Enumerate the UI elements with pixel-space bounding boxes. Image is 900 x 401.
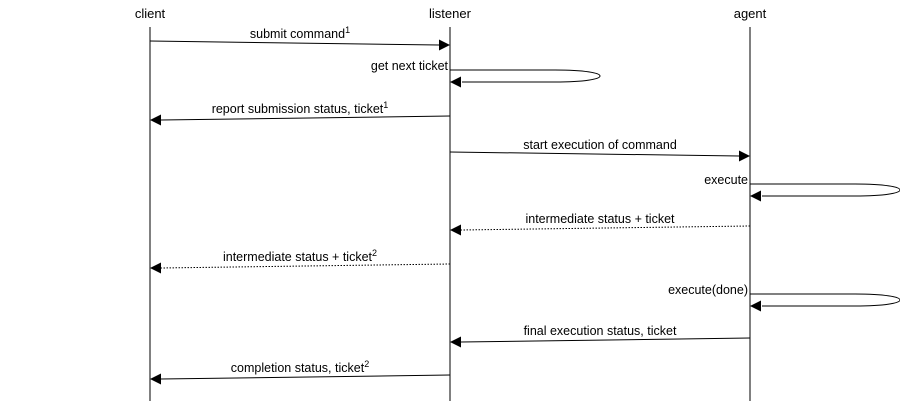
message-7: intermediate status + ticket2 <box>150 248 451 274</box>
message-label: completion status, ticket2 <box>231 359 369 375</box>
self-message-loop <box>750 183 900 197</box>
footnote-superscript: 2 <box>364 359 369 369</box>
lifeline-title-client: client <box>135 6 166 21</box>
message-arrow-line <box>160 263 451 269</box>
message-4: start execution of command <box>449 138 750 162</box>
self-message-loop <box>750 293 900 307</box>
footnote-superscript: 1 <box>345 25 350 35</box>
message-5: execute <box>704 173 900 202</box>
message-label: report submission status, ticket1 <box>212 100 389 116</box>
footnote-superscript: 1 <box>383 100 388 110</box>
arrowhead <box>150 114 161 126</box>
message-arrow-line <box>460 337 751 343</box>
message-label: intermediate status + ticket <box>525 212 675 226</box>
message-arrow-line <box>160 374 451 380</box>
self-message-loop <box>450 69 601 83</box>
footnote-superscript: 2 <box>372 248 377 258</box>
lifelines: client listener agent <box>135 6 767 401</box>
message-arrow-line <box>149 40 440 46</box>
arrowhead <box>750 300 761 312</box>
arrowhead <box>150 373 161 385</box>
message-arrow-line <box>460 225 751 231</box>
messages: submit command1 get next ticket report sub… <box>149 25 900 385</box>
message-1: submit command1 <box>149 25 450 51</box>
message-label: intermediate status + ticket2 <box>223 248 377 264</box>
message-label: execute <box>704 173 748 187</box>
arrowhead <box>450 336 461 348</box>
message-9: final execution status, ticket <box>450 324 751 348</box>
message-label: submit command1 <box>250 25 350 41</box>
message-2: get next ticket <box>371 59 601 88</box>
message-arrow-line <box>449 151 740 157</box>
message-3: report submission status, ticket1 <box>150 100 451 126</box>
lifeline-title-agent: agent <box>734 6 767 21</box>
message-label: execute(done) <box>668 283 748 297</box>
message-label: final execution status, ticket <box>524 324 677 338</box>
arrowhead <box>150 262 161 274</box>
message-label: get next ticket <box>371 59 449 73</box>
arrowhead <box>739 150 750 162</box>
arrowhead <box>750 190 761 202</box>
arrowhead <box>450 224 461 236</box>
message-10: completion status, ticket2 <box>150 359 451 385</box>
message-arrow-line <box>160 115 451 121</box>
arrowhead <box>450 76 461 88</box>
arrowhead <box>439 39 450 51</box>
message-8: execute(done) <box>668 283 900 312</box>
message-6: intermediate status + ticket <box>450 212 751 236</box>
lifeline-title-listener: listener <box>429 6 472 21</box>
message-label: start execution of command <box>523 138 677 152</box>
